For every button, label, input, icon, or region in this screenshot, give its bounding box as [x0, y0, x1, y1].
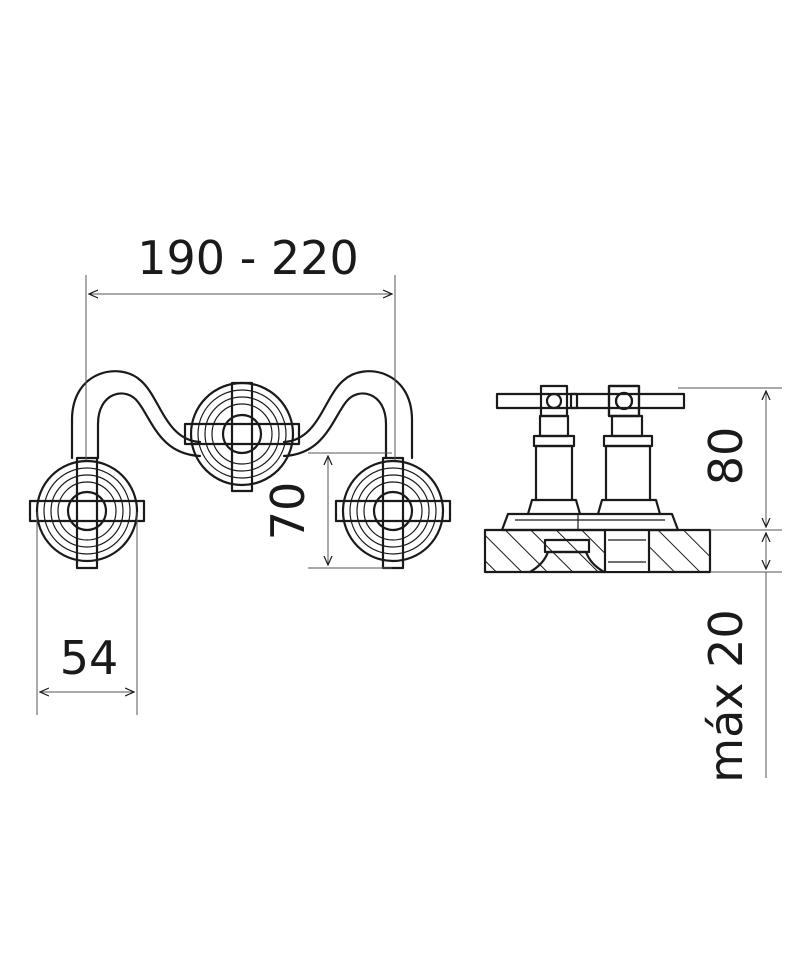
- spread-dimension: 190 - 220: [85, 231, 396, 460]
- thickness-label: máx 20: [699, 609, 753, 782]
- total-height-dimension: 80: [678, 387, 782, 531]
- spout: [70, 370, 414, 460]
- right-cross-handle: [334, 456, 452, 570]
- side-view: 80 máx 20: [483, 384, 782, 783]
- spread-label: 190 - 220: [137, 231, 358, 285]
- diameter-label: 54: [60, 631, 119, 685]
- right-valve-body: [569, 384, 686, 516]
- left-valve-body: [495, 384, 582, 516]
- base-flange: [500, 512, 680, 532]
- thickness-dimension: máx 20: [699, 533, 782, 783]
- countertop-section: [483, 528, 712, 574]
- total-height-label: 80: [699, 427, 753, 486]
- diameter-dimension: 54: [36, 512, 138, 715]
- height-label: 70: [261, 482, 315, 541]
- height-dimension: 70: [261, 452, 392, 569]
- center-cross-handle: [183, 381, 301, 493]
- left-cross-handle: [28, 456, 146, 570]
- front-view: 190 - 220 70 54: [28, 231, 452, 715]
